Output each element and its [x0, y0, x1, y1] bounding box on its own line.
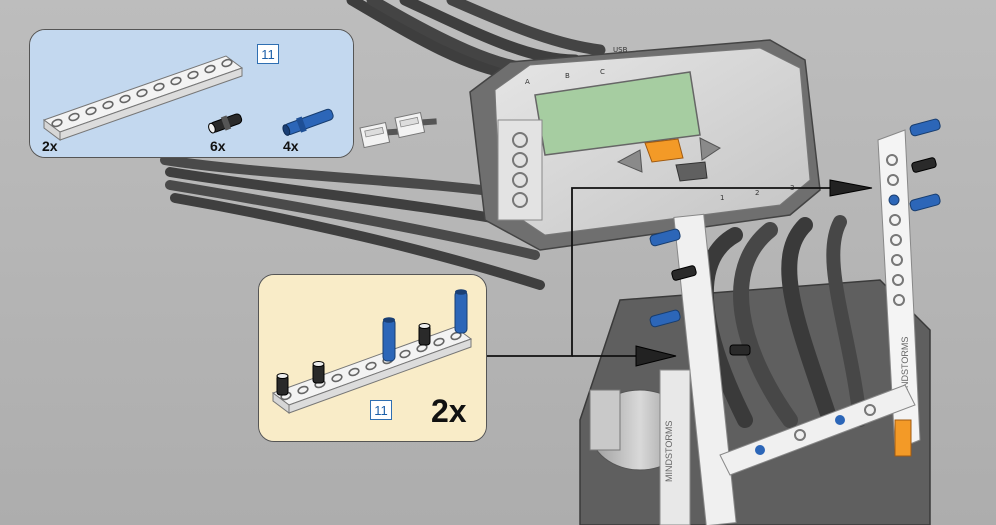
right-vertical-beam: MINDSTORMS	[877, 129, 921, 451]
port-label-c: C	[600, 68, 605, 76]
cable-4	[170, 193, 545, 290]
front-cross-beam	[719, 384, 916, 476]
cable-1	[160, 155, 525, 200]
port-label-2: 2	[755, 189, 759, 197]
port-label-b: B	[565, 72, 570, 80]
subassembly-panel: 11 2x	[258, 274, 487, 442]
beam-length-badge: 11	[257, 44, 279, 64]
orange-enter-button	[644, 138, 684, 163]
back-button	[675, 161, 708, 182]
nxt-brick-icon: A B C USB 1 2 3	[469, 39, 821, 251]
parts-list-panel: 11 2x 6x 4x	[29, 29, 354, 158]
sub-black-pins	[276, 323, 431, 396]
beam-with-pins-icon	[271, 289, 473, 414]
brick-side-beams	[497, 119, 543, 221]
left-lower-beam	[659, 369, 691, 525]
cable-3	[165, 180, 540, 260]
blue-pin-count: 4x	[283, 138, 299, 154]
cable-plug-icon	[359, 112, 437, 149]
port-label-usb: USB	[613, 46, 628, 54]
port-label-a: A	[525, 78, 530, 86]
orange-marker	[894, 419, 912, 457]
arrow-icon	[487, 179, 873, 367]
beam-count: 2x	[42, 138, 58, 154]
sub-beam-length-badge: 11	[370, 400, 392, 420]
black-friction-pin-icon	[208, 113, 243, 134]
black-pin-count: 6x	[210, 138, 226, 154]
cable-d	[446, 0, 606, 56]
blue-axle-pin-icon	[282, 108, 334, 136]
left-arrow-button	[616, 149, 643, 173]
technic-beam-11-icon	[42, 55, 244, 141]
right-arrow-button	[699, 137, 721, 161]
sub-blue-pins	[382, 289, 468, 362]
port-label-1: 1	[720, 194, 724, 202]
parts-list-graphic	[30, 30, 353, 157]
model-blue-pins	[649, 118, 941, 328]
model-black-pins	[671, 157, 937, 356]
left-vertical-beam: MINDSTORMS	[659, 213, 737, 525]
beam-brand-text-left: MINDSTORMS	[664, 421, 674, 482]
beam-brand-text-right: MINDSTORMS	[900, 337, 910, 398]
subassembly-count: 2x	[431, 393, 467, 429]
